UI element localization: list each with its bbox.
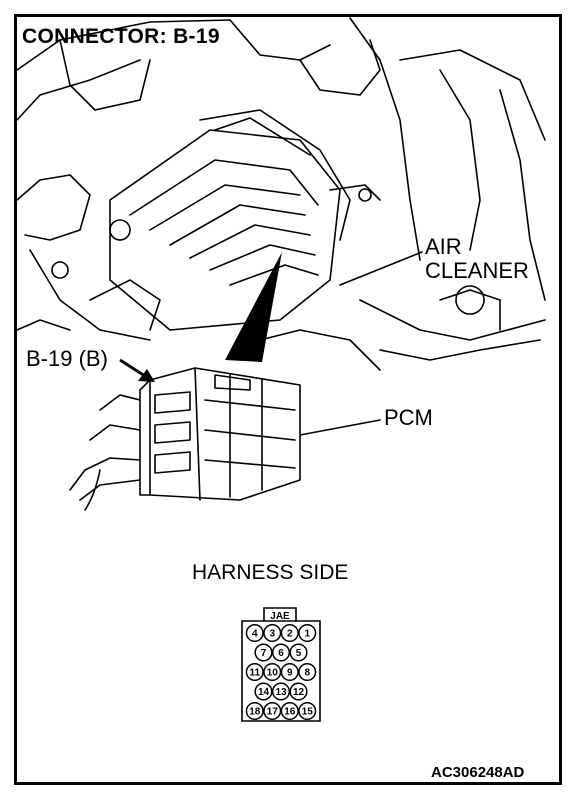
pin-circle — [280, 701, 299, 721]
connector-type-label: JAE — [270, 611, 290, 622]
pin-number: 12 — [293, 687, 305, 698]
pin-circle — [245, 623, 264, 643]
pin-number: 11 — [249, 668, 260, 679]
pin-circle — [254, 682, 273, 701]
pin-number: 9 — [287, 668, 293, 679]
pin-circle — [298, 701, 317, 721]
pin-circle — [271, 643, 291, 662]
pin-circle — [289, 643, 308, 662]
pin-circle — [245, 701, 264, 721]
air-cleaner-leader — [339, 251, 423, 286]
pin-number: 8 — [304, 668, 310, 679]
pin-number: 13 — [275, 687, 287, 698]
connector-callout-label: B-19 (B) — [26, 346, 108, 371]
pcm-label: PCM — [384, 405, 433, 430]
pin-circle — [289, 682, 308, 701]
pin-number: 14 — [258, 687, 270, 698]
pin-number: 18 — [249, 707, 261, 718]
pin-circle — [298, 662, 317, 682]
pin-number: 10 — [267, 668, 279, 679]
pin-circle — [263, 623, 282, 643]
air-cleaner-label-line1: AIR — [425, 234, 462, 259]
pin-circle — [245, 662, 264, 682]
figure-frame — [14, 14, 562, 785]
location-pointer — [225, 252, 282, 362]
pin-number: 2 — [287, 629, 293, 640]
page-title: CONNECTOR: B-19 — [22, 25, 220, 48]
pin-number: 16 — [284, 707, 296, 718]
air-cleaner-housing — [109, 109, 381, 331]
pcm-leader — [299, 419, 381, 436]
engine-bay-background — [16, 17, 546, 371]
pcm-unit — [69, 367, 301, 511]
harness-side-label: HARNESS SIDE — [192, 561, 349, 584]
pin-number: 6 — [278, 648, 284, 659]
air-cleaner-label-line2: CLEANER — [425, 258, 529, 283]
pin-number: 4 — [252, 629, 258, 640]
pin-circle — [298, 623, 317, 643]
connector-callout-arrow — [119, 358, 155, 382]
pin-number: 3 — [269, 629, 275, 640]
figure-code: AC306248AD — [431, 764, 525, 781]
pin-circle — [263, 662, 282, 682]
pin-circle — [271, 682, 291, 701]
pin-circle — [254, 643, 273, 662]
pin-number: 15 — [302, 707, 314, 718]
pin-number: 5 — [296, 648, 302, 659]
pin-circle — [280, 623, 299, 643]
pin-number: 1 — [304, 629, 310, 640]
pin-number: 17 — [267, 707, 279, 718]
pin-circle — [263, 701, 282, 721]
pin-circle — [280, 662, 299, 682]
pin-number: 7 — [261, 648, 267, 659]
